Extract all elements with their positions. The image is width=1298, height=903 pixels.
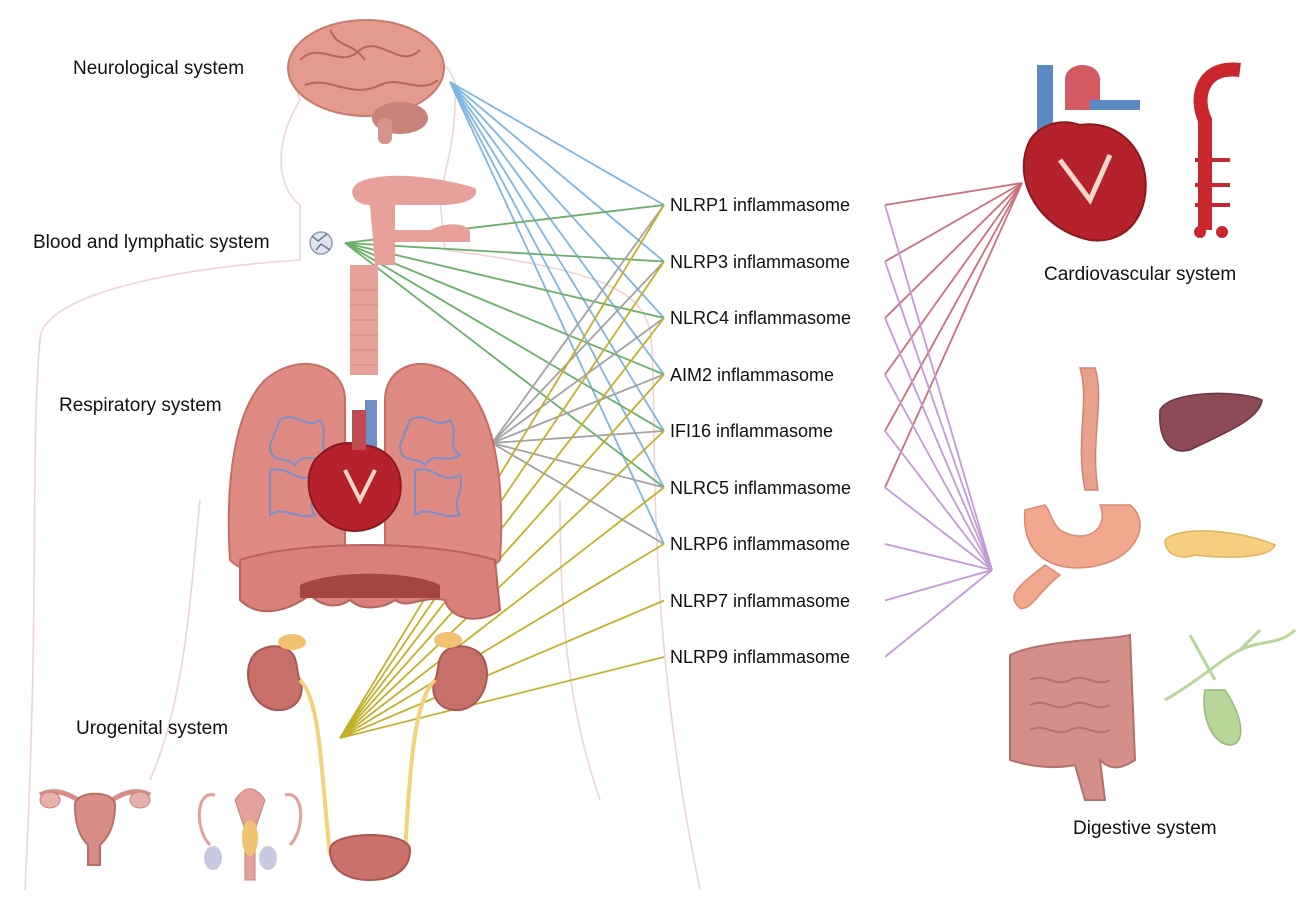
link-neurological-nlrp3 — [450, 82, 664, 262]
digestive-system-label: Digestive system — [1073, 818, 1217, 840]
link-digestive-nlrp9 — [885, 570, 992, 657]
male-reproductive-icon — [199, 789, 300, 880]
link-digestive-nlrp3 — [885, 262, 992, 571]
respiratory-system-label: Respiratory system — [59, 395, 222, 417]
link-neurological-nlrc4 — [450, 82, 664, 318]
neurological-system-label: Neurological system — [73, 58, 244, 80]
gallbladder-icon — [1165, 630, 1295, 745]
urogenital-system-label: Urogenital system — [76, 718, 228, 740]
pancreas-icon — [1165, 531, 1275, 557]
link-respiratory-nlrc4 — [492, 318, 664, 443]
inflammasome-label-nlrp7: NLRP7 inflammasome — [670, 591, 850, 611]
inflammasome-label-aim2: AIM2 inflammasome — [670, 365, 834, 385]
liver-icon — [1160, 393, 1262, 451]
inflammasome-label-nlrp6: NLRP6 inflammasome — [670, 534, 850, 554]
inflammasome-label-nlrc5: NLRC5 inflammasome — [670, 478, 851, 498]
stomach-icon — [1014, 505, 1140, 608]
link-digestive-nlrp7 — [885, 570, 992, 601]
inflammasome-label-nlrc4: NLRC4 inflammasome — [670, 308, 851, 328]
link-digestive-nlrc4 — [885, 318, 992, 570]
cardiovascular-system-label: Cardiovascular system — [1044, 264, 1236, 286]
esophagus-icon — [1080, 368, 1099, 490]
inflammasome-label-nlrp9: NLRP9 inflammasome — [670, 647, 850, 667]
link-respiratory-nlrp1 — [492, 205, 664, 443]
brain-icon — [288, 20, 444, 144]
uterus-icon — [40, 792, 150, 865]
link-cardiovascular-aim2 — [885, 183, 1022, 375]
link-respiratory-nlrp6 — [492, 443, 664, 544]
blood-cell-icon — [310, 232, 332, 254]
link-respiratory-nlrc5 — [492, 443, 664, 488]
inflammasome-label-ifi16: IFI16 inflammasome — [670, 421, 833, 441]
link-digestive-aim2 — [885, 375, 992, 571]
blood-lymphatic-system-label: Blood and lymphatic system — [33, 232, 270, 254]
inflammasome-label-nlrp1: NLRP1 inflammasome — [670, 195, 850, 215]
bladder-icon — [330, 835, 410, 880]
trachea-icon — [350, 176, 476, 375]
link-digestive-nlrp1 — [885, 205, 992, 570]
link-cardiovascular-ifi16 — [885, 183, 1022, 431]
heart-icon — [1024, 65, 1146, 240]
inflammasome-label-nlrp3: NLRP3 inflammasome — [670, 252, 850, 272]
intestine-icon — [1010, 635, 1135, 800]
aorta-icon — [1194, 70, 1240, 238]
